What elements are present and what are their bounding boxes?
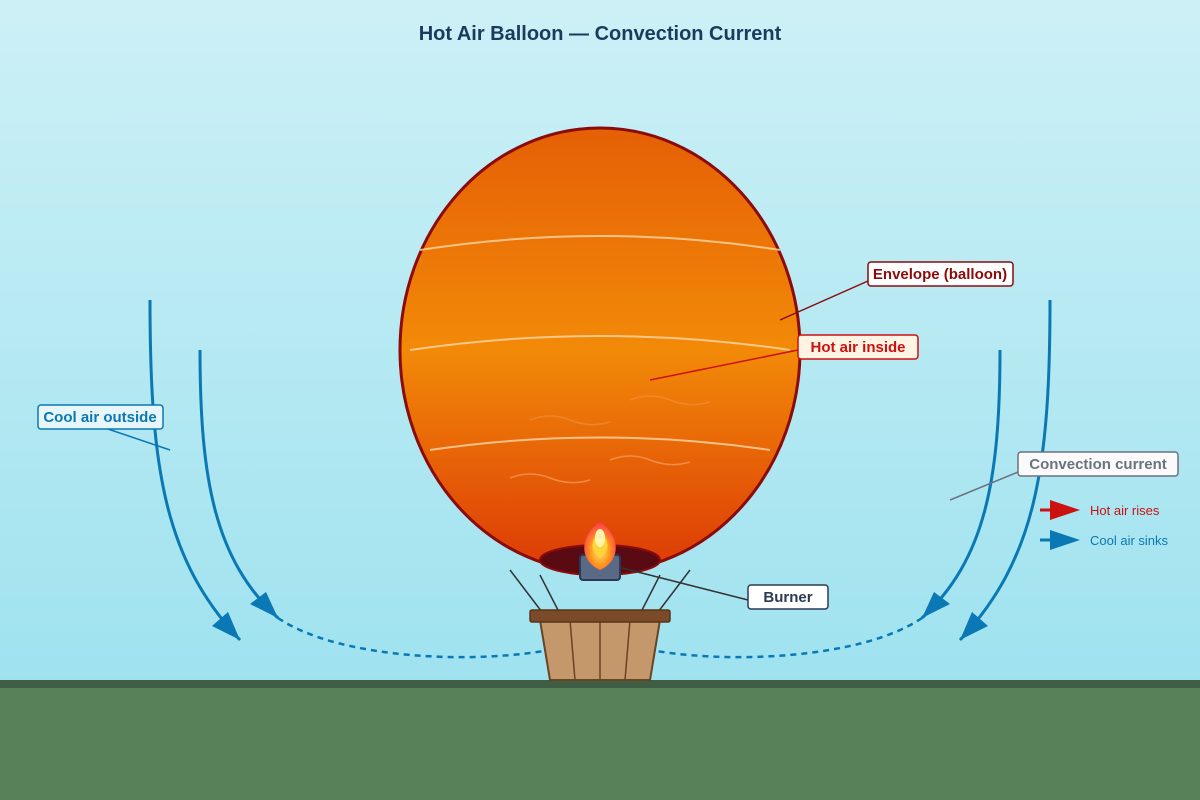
balloon-envelope (398, 126, 802, 576)
burner-label: Burner (747, 584, 829, 610)
envelope-seam (419, 235, 781, 251)
envelope-label: Envelope (balloon) (867, 261, 1014, 287)
rope (654, 569, 691, 617)
cool-air-leader (107, 428, 171, 451)
convection-loop-right (639, 616, 923, 659)
rope (509, 569, 546, 617)
arrow-head (922, 592, 950, 618)
legend-hot-arrow-icon (1050, 500, 1080, 520)
label-box (867, 261, 1014, 287)
burner (579, 522, 621, 581)
label-box (747, 584, 829, 610)
heat-wave (629, 395, 711, 406)
legend: Hot air rises Cool air sinks (1040, 500, 1169, 550)
cool-air-label-text: Cool air outside (43, 409, 156, 426)
burner-label-text: Burner (763, 589, 812, 606)
rope (639, 574, 661, 615)
cool-air-arrow (148, 299, 242, 642)
cool-air-arrow (920, 349, 1002, 620)
cool-air-arrow (198, 349, 280, 620)
rope (539, 574, 561, 615)
diagram-title: Hot Air Balloon — Convection Current (419, 23, 782, 45)
heat-wave (529, 415, 611, 426)
envelope-shape (398, 126, 802, 574)
flame-center (595, 529, 605, 547)
basket (529, 609, 671, 681)
envelope-label-text: Envelope (balloon) (873, 266, 1007, 283)
label-box (797, 334, 919, 360)
convection-label-text: Convection current (1029, 456, 1167, 473)
convection-loop-left (277, 616, 561, 659)
label-box (37, 404, 164, 430)
convection-label: Convection current (1017, 451, 1179, 477)
ground (0, 680, 1200, 800)
burner-leader (621, 567, 749, 601)
arrow-head (212, 612, 240, 640)
hot-air-label-text: Hot air inside (810, 339, 905, 356)
heat-wave (609, 455, 691, 466)
hot-air-leader (649, 349, 799, 381)
basket-slat (569, 619, 576, 681)
envelope-leader (779, 280, 869, 321)
legend-hot-text: Hot air rises (1090, 503, 1160, 518)
legend-cool-arrow-icon (1050, 530, 1080, 550)
heat-wave (509, 473, 591, 484)
ground-edge (0, 680, 1200, 688)
basket-rim (529, 609, 671, 623)
arrow-head (960, 612, 988, 640)
envelope-seam (409, 335, 791, 351)
cool-air-arrows-left (148, 299, 280, 642)
envelope-seam (429, 436, 771, 451)
convection-leader (949, 471, 1019, 501)
cool-air-arrows-right (920, 299, 1052, 642)
cool-air-label: Cool air outside (37, 404, 164, 430)
legend-cool-text: Cool air sinks (1090, 533, 1169, 548)
basket-slat (624, 619, 631, 681)
cool-air-arrow (958, 299, 1052, 642)
label-box (1017, 451, 1179, 477)
hot-air-label: Hot air inside (797, 334, 919, 360)
arrow-head (250, 592, 278, 618)
ropes (509, 569, 691, 617)
